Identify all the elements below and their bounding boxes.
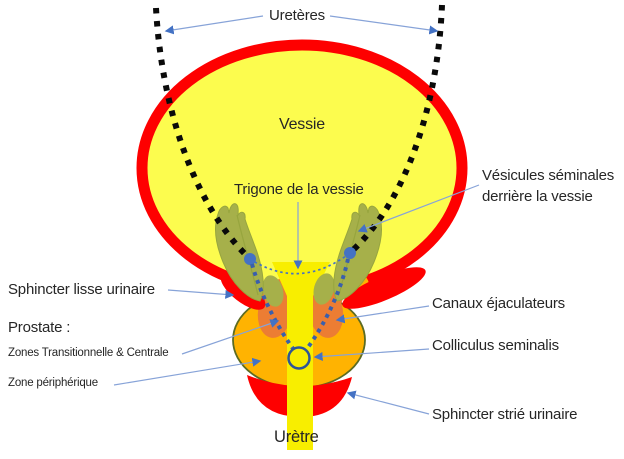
left-ejaculatory-duct-dotted-line xyxy=(250,263,296,352)
ureters-right-arrow xyxy=(329,15,439,35)
left-ureteric-orifice-dot xyxy=(244,253,256,265)
right-ureter-dotted-line xyxy=(349,4,445,254)
colliculus-arrow xyxy=(313,348,430,361)
bladder-shape xyxy=(136,39,468,297)
right-ejaculatory-duct-dotted-line xyxy=(304,258,350,352)
urethra-label: Urètre xyxy=(274,428,319,446)
smooth-sphincter-right-shape xyxy=(342,267,426,309)
transitional-central-zones-arrow xyxy=(181,319,280,355)
seminal-vesicles-label-line2: derrière la vessie xyxy=(482,188,593,205)
ejaculatory-ducts-label: Canaux éjaculateurs xyxy=(432,295,565,312)
colliculus-seminalis-shape xyxy=(287,346,311,370)
ureters-label: Uretères xyxy=(269,7,325,24)
smooth-sphincter-label: Sphincter lisse urinaire xyxy=(8,281,155,298)
peripheral-zone-arrow xyxy=(113,357,262,386)
seminal-vesicles-label-line1: Vésicules séminales xyxy=(482,167,615,184)
striated-sphincter-label: Sphincter strié urinaire xyxy=(432,406,578,423)
trigone-label: Trigone de la vessie xyxy=(234,181,364,198)
trigone-base-dotted-line xyxy=(249,252,351,275)
right-ureteric-orifice-dot xyxy=(344,247,356,259)
ureters-left-arrow xyxy=(164,15,264,35)
connector-lines xyxy=(113,15,480,415)
left-ureter-dotted-line xyxy=(153,7,251,260)
peripheral-zone-label: Zone périphérique xyxy=(8,377,98,389)
colliculus-label: Colliculus seminalis xyxy=(432,337,559,354)
bladder-label: Vessie xyxy=(279,116,325,133)
striated-sphincter-arrow xyxy=(346,390,430,415)
seminal-vesicles-label: Vésicules séminales derrière la vessie xyxy=(482,165,614,207)
smooth-sphincter-arrow xyxy=(167,289,235,299)
transitional-central-zones-label: Zones Transitionnelle & Centrale xyxy=(8,347,169,359)
ejaculatory-ducts-arrow xyxy=(335,305,430,324)
prostate-heading-label: Prostate : xyxy=(8,319,71,336)
seminal-vesicles-arrow xyxy=(357,184,480,233)
